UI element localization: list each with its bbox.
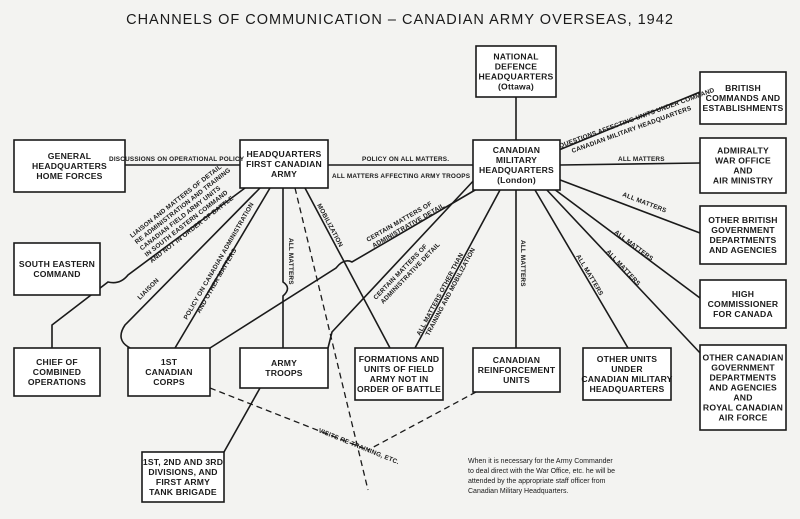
label-mobilization: MOBILIZATION (315, 203, 344, 249)
line-hqfca-cco (120, 187, 261, 349)
label-all-matters-admiralty: ALL MATTERS (618, 156, 665, 163)
line-cmhq-troops (327, 177, 477, 349)
label-liaison: LIAISON (136, 277, 160, 301)
label-policy-all-matters: POLICY ON ALL MATTERS. (362, 156, 449, 163)
label-discussions: DISCUSSIONS ON OPERATIONAL POLICY (109, 156, 245, 163)
line-labels: DISCUSSIONS ON OPERATIONAL POLICY POLICY… (109, 87, 719, 466)
line-cmhq-hicom (549, 185, 701, 299)
label-all-matters-othercan: ALL MATTERS (605, 249, 642, 288)
line-cmhq-othercan (544, 187, 703, 356)
label-all-matters-reinf: ALL MATTERS (519, 240, 526, 287)
line-hqfca-divisions-dashed (294, 187, 369, 491)
label-all-matters-army-troops: ALL MATTERS AFFECTING ARMY TROOPS (332, 173, 471, 180)
line-reinf-visits-dashed (367, 391, 477, 451)
line-corps-visits-dashed (209, 387, 369, 451)
line-cmhq-admiralty (559, 162, 701, 166)
label-certain-matters-2: CERTAIN MATTERS OFADMINISTRATIVE DETAIL (372, 236, 441, 307)
line-hqfca-corps (174, 187, 271, 349)
label-all-matters-otherunits: ALL MATTERS (574, 253, 604, 297)
line-troops-divisions (223, 387, 261, 453)
line-cmhq-formations (414, 189, 501, 349)
line-cmhq-otherbrit (554, 177, 701, 234)
label-questions: QUESTIONS AFFECTING UNITS UNDER COMMANDC… (558, 87, 719, 158)
line-cmhq-british (553, 91, 701, 153)
connector-lines (51, 91, 703, 491)
label-all-matters-troops: ALL MATTERS (287, 238, 294, 285)
line-hqfca-troops (282, 188, 289, 348)
line-hqfca-formations (304, 187, 391, 349)
line-hqfca-sec (51, 187, 246, 348)
label-visits: VISITS RE TRAINING, ETC. (317, 427, 400, 466)
line-cmhq-otherunits (534, 189, 629, 349)
diagram-title: CHANNELS OF COMMUNICATION – CANADIAN ARM… (126, 12, 674, 28)
footnote: When it is necessary for the Army Comman… (468, 458, 617, 495)
